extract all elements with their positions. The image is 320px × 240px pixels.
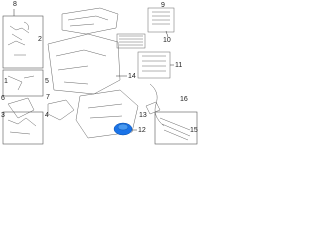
callout-10: 10	[163, 37, 171, 44]
callout-1: 1	[4, 78, 8, 85]
actuator-part	[7, 75, 35, 91]
callout-7: 7	[46, 94, 50, 101]
leader-10	[165, 30, 169, 38]
callout-5: 5	[45, 78, 49, 85]
callout-14: 14	[128, 73, 136, 80]
resistor-part	[145, 101, 161, 115]
callout-6: 6	[1, 95, 5, 102]
inset-box-1	[2, 69, 44, 97]
ducts-part	[159, 117, 191, 141]
sensor-part	[7, 117, 37, 135]
callout-8: 8	[13, 1, 17, 8]
hvac-housing-top	[61, 7, 119, 35]
diagram-drawing	[2, 7, 198, 145]
filter-ribs	[119, 35, 143, 46]
callout-15: 15	[190, 127, 198, 134]
inset-box-8	[2, 15, 44, 69]
harness-part	[149, 83, 165, 127]
hose-part	[23, 21, 29, 31]
evaporator-fins	[142, 55, 166, 72]
callout-16: 16	[180, 96, 188, 103]
callout-11: 11	[175, 62, 183, 69]
blower-housing-part	[47, 99, 75, 121]
inset-box-4	[2, 111, 44, 145]
blower-motor-top	[117, 123, 129, 131]
heater-core-fins	[152, 11, 170, 25]
inset-box-15	[154, 111, 198, 145]
hose-clamps-part	[7, 25, 30, 56]
hvac-housing-main	[47, 33, 121, 95]
parts-diagram: 8 9 10 11 1 5 2 14 3 7 6 4 16 13 12 15	[0, 0, 200, 147]
hvac-housing-lower	[75, 89, 139, 139]
hvac-housing-detail	[67, 15, 109, 27]
hvac-housing-ribs	[55, 49, 107, 85]
wiring-part	[7, 97, 35, 119]
callout-2: 2	[38, 36, 42, 43]
heater-core-part	[147, 7, 175, 33]
callout-13: 13	[139, 112, 147, 119]
lower-housing-ribs	[87, 103, 123, 119]
callout-3: 3	[1, 112, 5, 119]
callout-9: 9	[161, 2, 165, 9]
cabin-filter-part	[116, 33, 146, 49]
callout-4: 4	[45, 112, 49, 119]
callout-12: 12	[138, 127, 146, 134]
